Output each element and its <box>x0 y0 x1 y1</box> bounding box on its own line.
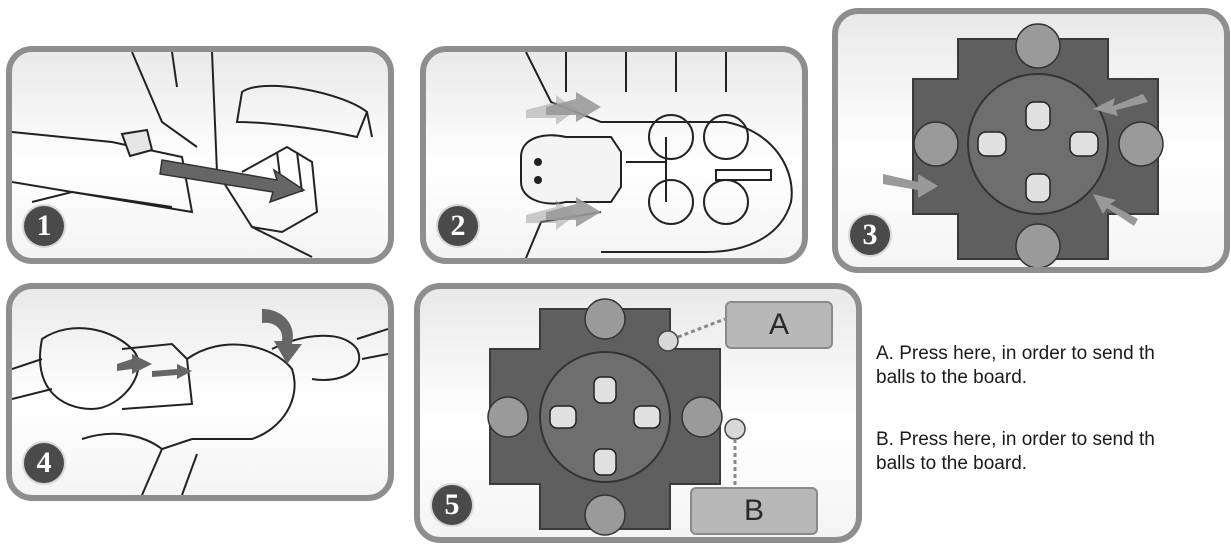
callout-b-label: B <box>690 487 818 535</box>
step-4-illustration <box>12 289 388 495</box>
step-4-number-badge: 4 <box>24 443 64 483</box>
step-5-number-badge: 5 <box>432 485 472 525</box>
step-4-panel: 4 <box>6 283 394 501</box>
step-5-panel: A B 5 <box>414 283 862 543</box>
step-3-number-badge: 3 <box>850 215 890 255</box>
callout-a-label: A <box>725 301 833 349</box>
instruction-a-text: A. Press here, in order to send th balls… <box>876 342 1231 390</box>
step-2-number-badge: 2 <box>438 206 478 246</box>
step-1-panel: 1 <box>6 46 394 264</box>
step-3-panel: 3 <box>832 8 1230 273</box>
step-2-illustration <box>426 52 802 258</box>
instruction-b-text: B. Press here, in order to send th balls… <box>876 428 1231 476</box>
step-3-illustration <box>838 14 1224 267</box>
step-2-panel: 2 <box>420 46 808 264</box>
step-1-illustration <box>12 52 388 258</box>
step-1-number-badge: 1 <box>24 206 64 246</box>
